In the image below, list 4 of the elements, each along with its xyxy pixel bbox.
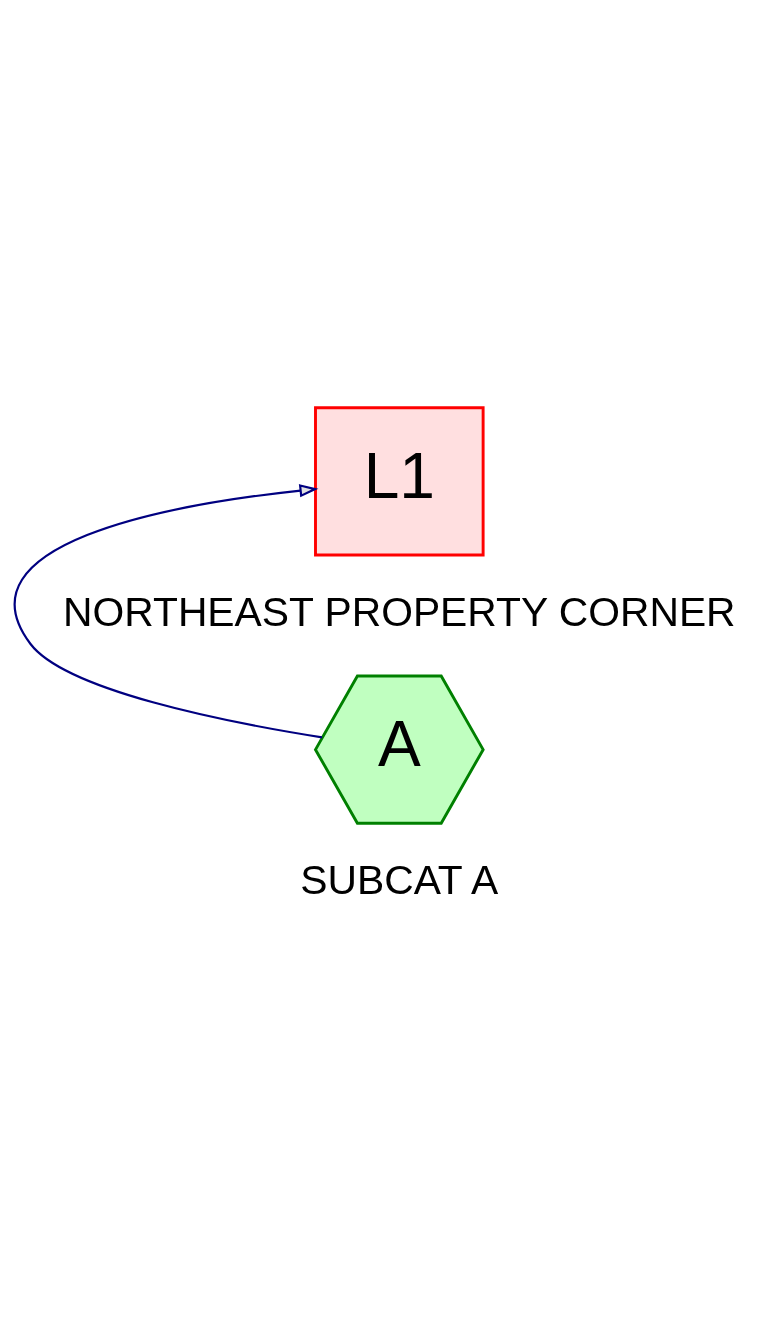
node-box: L1 (314, 405, 485, 556)
node-label: SUBCAT A (300, 856, 499, 903)
node-label: NORTHEAST PROPERTY CORNER (63, 588, 736, 635)
arrow (14, 483, 323, 738)
